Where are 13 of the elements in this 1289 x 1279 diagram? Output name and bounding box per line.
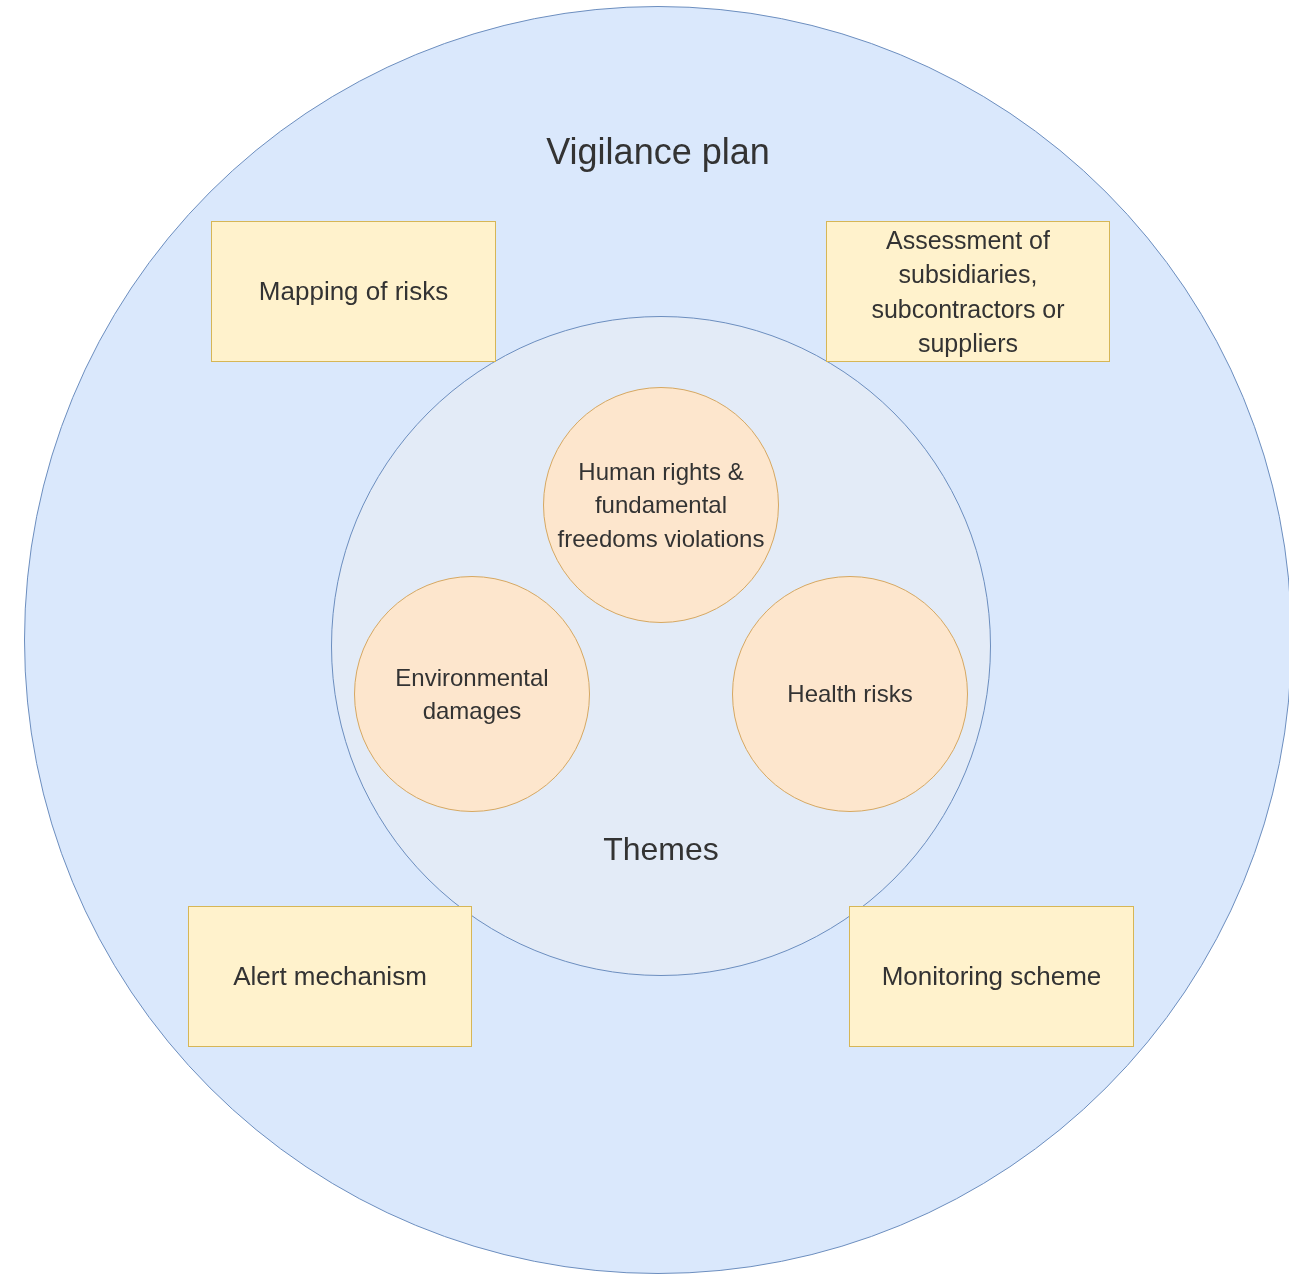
heading: Themes: [603, 831, 719, 867]
node-label: Alert mechanism: [233, 959, 427, 993]
node-label: Monitoring scheme: [881, 959, 1102, 993]
node-label: Assessment of subsidiaries, subcontractors or suppliers: [870, 224, 1066, 359]
node-label: Environmental damages: [394, 662, 550, 726]
element-box: [826, 221, 1110, 362]
node-label: Health risks: [787, 679, 913, 710]
node-label: Human rights & fundamental freedoms violations: [556, 457, 766, 554]
element-box: [211, 221, 496, 362]
heading: Vigilance plan: [546, 131, 770, 172]
element-box: [188, 906, 472, 1047]
node-label: Mapping of risks: [258, 274, 449, 308]
element-box: [849, 906, 1134, 1047]
